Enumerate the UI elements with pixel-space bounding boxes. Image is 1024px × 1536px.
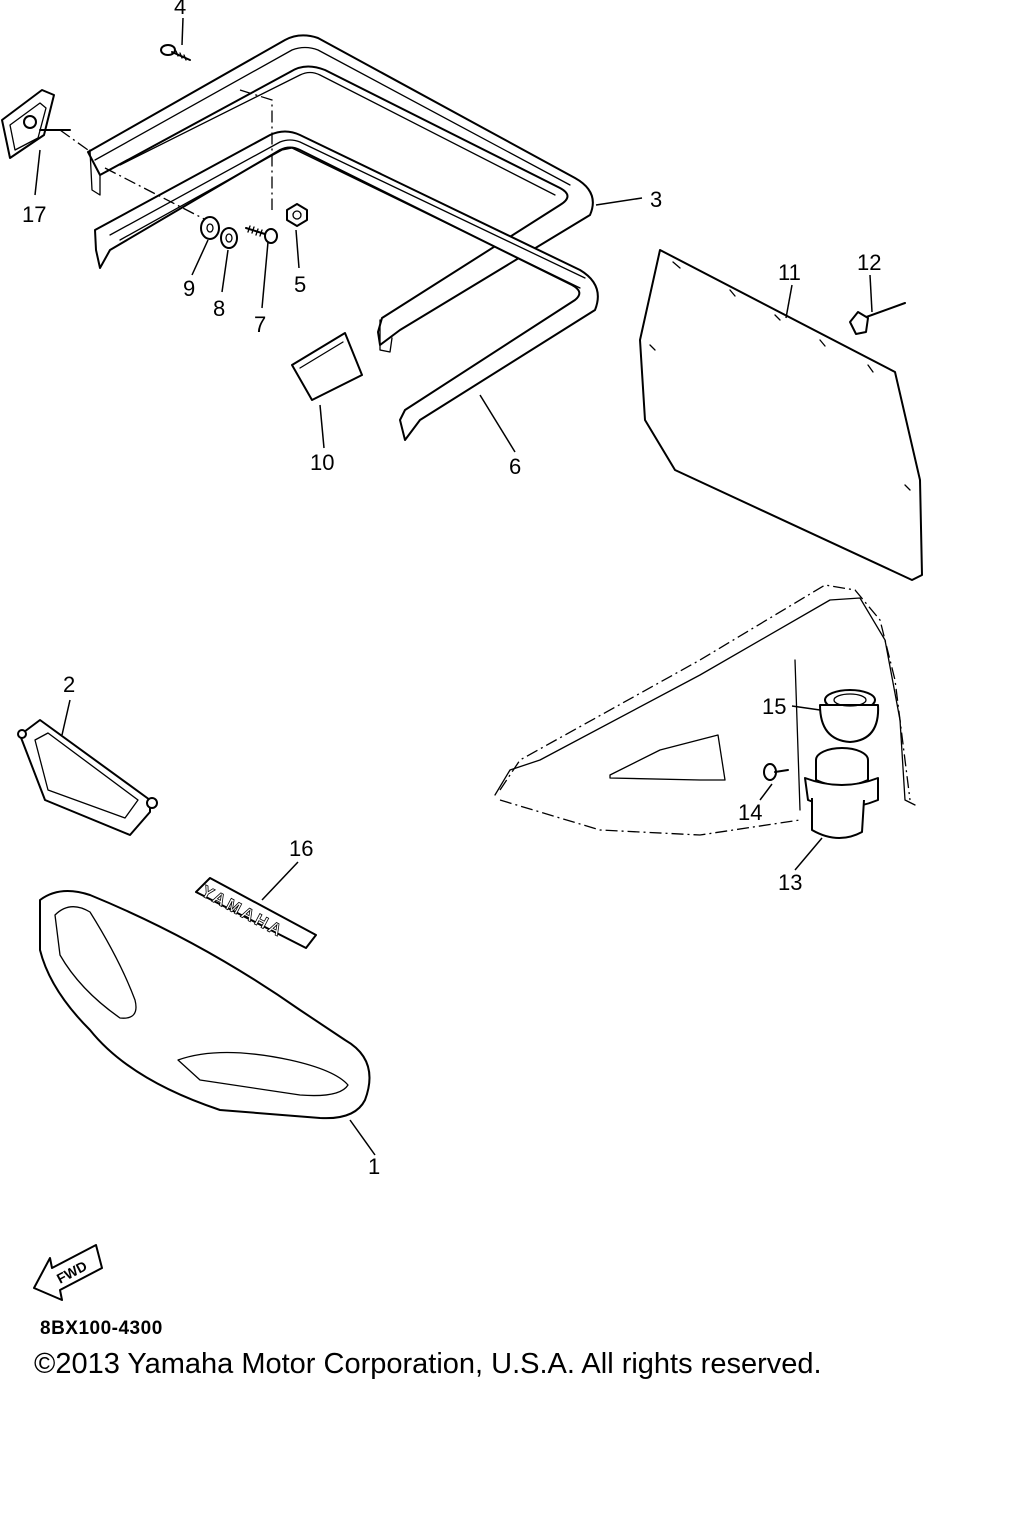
callout-11: 11 <box>778 260 801 285</box>
callout-1: 1 <box>368 1154 380 1179</box>
callout-10: 10 <box>310 450 334 475</box>
alignment-line <box>104 167 211 223</box>
callout-12: 12 <box>857 250 881 275</box>
callout-8: 8 <box>213 296 225 321</box>
part-6-strip <box>94 130 599 441</box>
part-4-screw <box>160 44 191 61</box>
diagram-code: 8BX100-4300 <box>40 1318 163 1339</box>
callout-leaders <box>34 17 873 1156</box>
callout-3: 3 <box>650 187 662 212</box>
fwd-arrow-icon: FWD <box>33 1244 103 1301</box>
part-12-rivet <box>849 302 906 335</box>
callout-13: 13 <box>778 870 802 895</box>
hull-outline <box>494 584 916 836</box>
part-16-decal: YAMAHA <box>195 877 317 949</box>
callout-14: 14 <box>738 800 762 825</box>
alignment-line <box>59 129 89 151</box>
callout-7: 7 <box>254 312 266 337</box>
part-13-fitting <box>804 747 879 839</box>
part-14-rivet <box>763 763 789 781</box>
part-10-pad <box>291 332 363 401</box>
part-5-nut <box>286 203 308 227</box>
part-2-vent <box>17 719 158 836</box>
callout-9: 9 <box>183 276 195 301</box>
part-1-cover <box>39 890 371 1120</box>
part-17-clip <box>1 89 71 159</box>
part-15-cap <box>819 689 880 743</box>
callout-4: 4 <box>174 0 186 19</box>
copyright-notice: ©2013 Yamaha Motor Corporation, U.S.A. A… <box>34 1348 822 1380</box>
part-9-washer <box>200 216 220 240</box>
alignment-line <box>239 89 273 210</box>
callout-6: 6 <box>509 454 521 479</box>
callout-16: 16 <box>289 836 313 861</box>
callout-15: 15 <box>762 694 786 719</box>
callout-2: 2 <box>63 672 75 697</box>
part-8-washer <box>220 227 238 249</box>
part-11-panel <box>639 249 923 581</box>
part-7-bolt <box>245 225 278 244</box>
part-3-rail <box>87 34 594 353</box>
callout-17: 17 <box>22 202 46 227</box>
callout-5: 5 <box>294 272 306 297</box>
